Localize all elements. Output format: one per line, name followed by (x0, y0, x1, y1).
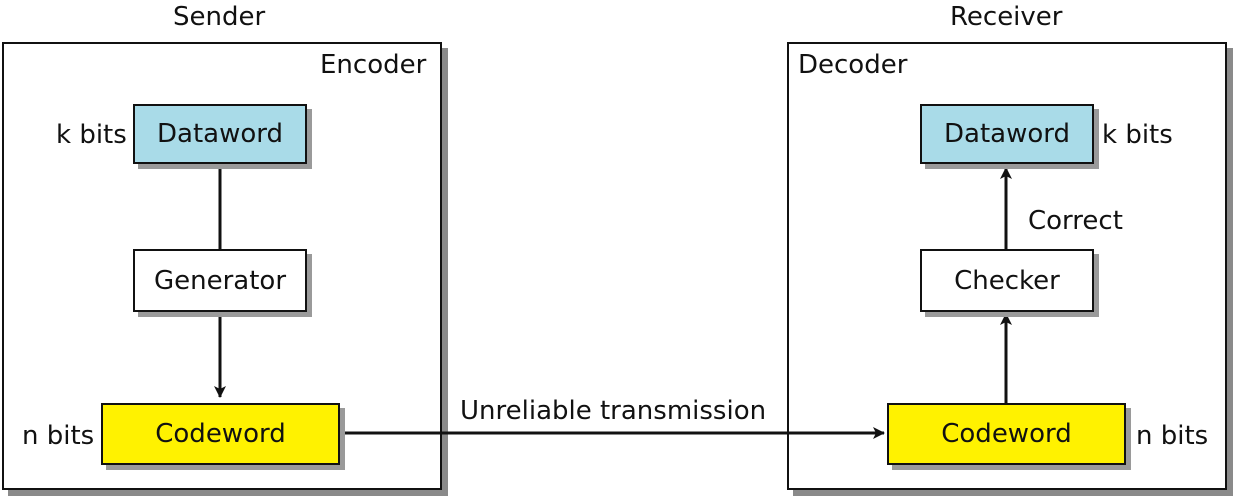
sender-title: Sender (173, 2, 266, 32)
sender-codeword-box: Codeword (101, 403, 340, 465)
checker-text: Checker (954, 265, 1060, 296)
receiver-title: Receiver (950, 2, 1063, 32)
encoder-label: Encoder (320, 50, 427, 80)
receiver-k-bits-label: k bits (1102, 120, 1173, 150)
sender-dataword-text: Dataword (157, 119, 283, 149)
receiver-dataword-text: Dataword (944, 119, 1070, 149)
correct-label: Correct (1028, 206, 1123, 236)
sender-n-bits-label: n bits (22, 421, 95, 451)
decoder-label: Decoder (798, 50, 908, 80)
receiver-dataword-box: Dataword (920, 104, 1094, 164)
generator-text: Generator (153, 265, 287, 296)
receiver-n-bits-label: n bits (1136, 421, 1209, 451)
unreliable-transmission-label: Unreliable transmission (460, 396, 767, 426)
sender-dataword-box: Dataword (133, 104, 307, 164)
receiver-codeword-text: Codeword (941, 419, 1072, 449)
receiver-codeword-box: Codeword (887, 403, 1126, 465)
generator-box: Generator (133, 249, 307, 312)
sender-k-bits-label: k bits (56, 120, 127, 150)
checker-box: Checker (920, 249, 1094, 312)
sender-codeword-text: Codeword (155, 419, 286, 449)
